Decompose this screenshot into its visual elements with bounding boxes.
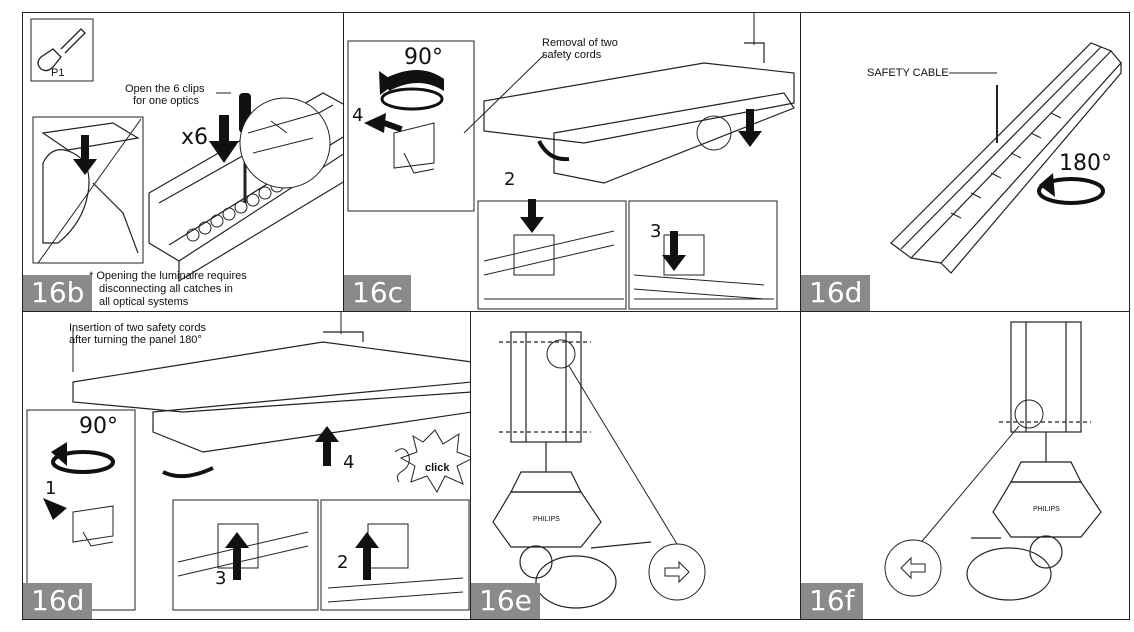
rotation-angle: 90° xyxy=(404,45,443,70)
clips-note-line1: Open the 6 clips xyxy=(125,83,205,95)
illustration-16e xyxy=(492,331,706,609)
illustration-16b xyxy=(30,18,343,283)
panel-16d-top: SAFETY CABLE 180° 16d xyxy=(800,12,1130,312)
clips-note-line2: for one optics xyxy=(133,95,200,107)
step-badge: 16c xyxy=(344,275,412,311)
step-badge: 16e xyxy=(471,583,540,619)
step-number-4: 4 xyxy=(343,452,355,473)
rotation-angle: 90° xyxy=(79,414,118,439)
footnote-line1: * Opening the luminaire requires xyxy=(89,270,247,282)
arrow-right-icon xyxy=(664,560,690,584)
illustration-16f xyxy=(884,321,1102,601)
rotation-angle: 180° xyxy=(1059,151,1112,176)
rotate-arrow-icon xyxy=(51,442,115,474)
step-number-3: 3 xyxy=(650,221,662,242)
illustration-16d-bottom xyxy=(26,312,470,611)
removal-note-line1: Removal of two xyxy=(542,37,618,49)
step-badge: 16b xyxy=(23,275,93,311)
footnote-line3: all optical systems xyxy=(99,296,189,308)
rotate-arrow-icon xyxy=(1037,173,1105,205)
panel-16b: P1 Open the 6 clips for one optics x6 * … xyxy=(22,12,344,312)
rotate-arrow-icon xyxy=(379,70,444,111)
step-badge: 16d xyxy=(23,583,93,619)
click-burst-icon xyxy=(399,429,470,494)
panel-16e: PHILIPS 16e xyxy=(470,311,801,620)
brand-label: PHILIPS xyxy=(533,516,560,523)
panel-16f: PHILIPS 16f xyxy=(800,311,1130,620)
removal-note-line2: safety cords xyxy=(542,49,602,61)
step-number-4: 4 xyxy=(352,105,364,126)
clip-count: x6 xyxy=(181,125,209,150)
safety-cable-label: SAFETY CABLE xyxy=(867,67,949,79)
panel-16c: 90° Removal of two safety cords 4 2 3 16… xyxy=(343,12,801,312)
brand-label: PHILIPS xyxy=(1033,506,1060,513)
illustration-16d-top xyxy=(890,42,1122,274)
screwdriver-icon xyxy=(37,28,86,72)
insertion-note-line2: after turning the panel 180° xyxy=(69,334,202,346)
step-badge: 16f xyxy=(801,583,863,619)
panel-16d-bottom: Insertion of two safety cords after turn… xyxy=(22,311,471,620)
step-number-1: 1 xyxy=(45,478,57,499)
insertion-note-line1: Insertion of two safety cords xyxy=(69,322,206,334)
step-number-3: 3 xyxy=(215,568,227,589)
step-badge: 16d xyxy=(801,275,871,311)
ear-icon xyxy=(394,448,410,483)
arrow-left-icon xyxy=(900,556,926,580)
footnote-line2: disconnecting all catches in xyxy=(99,283,233,295)
step-number-2: 2 xyxy=(337,552,349,573)
illustration-16c xyxy=(347,13,795,310)
tool-label: P1 xyxy=(51,67,65,79)
step-number-2: 2 xyxy=(504,169,516,190)
click-label: click xyxy=(425,462,450,474)
